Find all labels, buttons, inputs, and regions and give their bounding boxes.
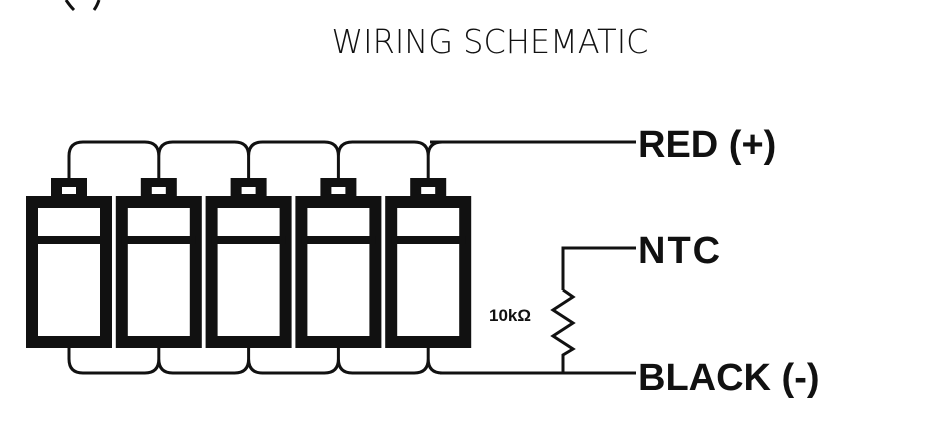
cell-terminal-window	[241, 187, 256, 194]
battery-cell	[295, 178, 382, 348]
cell-divider	[32, 236, 106, 244]
battery-cell	[205, 178, 292, 348]
ntc-lead-wire	[561, 246, 636, 290]
cell-divider	[301, 236, 376, 244]
battery-cell	[385, 178, 472, 348]
black-lead-label: BLACK (-)	[638, 357, 820, 399]
ntc-lead-label: NTC	[638, 230, 722, 272]
cell-terminal-window	[331, 187, 346, 194]
battery-cells	[26, 178, 472, 348]
cell-body	[26, 196, 112, 348]
positive-bus-wire	[67, 140, 443, 178]
battery-cell	[115, 178, 202, 348]
cell-divider	[121, 236, 196, 244]
cell-terminal-window	[151, 187, 166, 194]
cell-body	[115, 196, 202, 348]
cell-terminal-window	[421, 187, 436, 194]
negative-bus-wire	[67, 348, 443, 375]
cell-divider	[391, 236, 466, 244]
diagram-title: WIRING SCHEMATIC	[331, 22, 649, 61]
resistor-symbol	[550, 288, 576, 374]
clipped-parenthesis-fragment	[64, 0, 101, 12]
resistor-label: 10kΩ	[489, 306, 531, 325]
cell-body	[385, 196, 472, 348]
red-lead-label: RED (+)	[638, 124, 776, 166]
cell-body	[295, 196, 382, 348]
cell-terminal-window	[62, 187, 76, 194]
cell-body	[205, 196, 292, 348]
bus-wires	[67, 140, 443, 375]
cell-divider	[211, 236, 286, 244]
battery-cell	[26, 178, 112, 348]
